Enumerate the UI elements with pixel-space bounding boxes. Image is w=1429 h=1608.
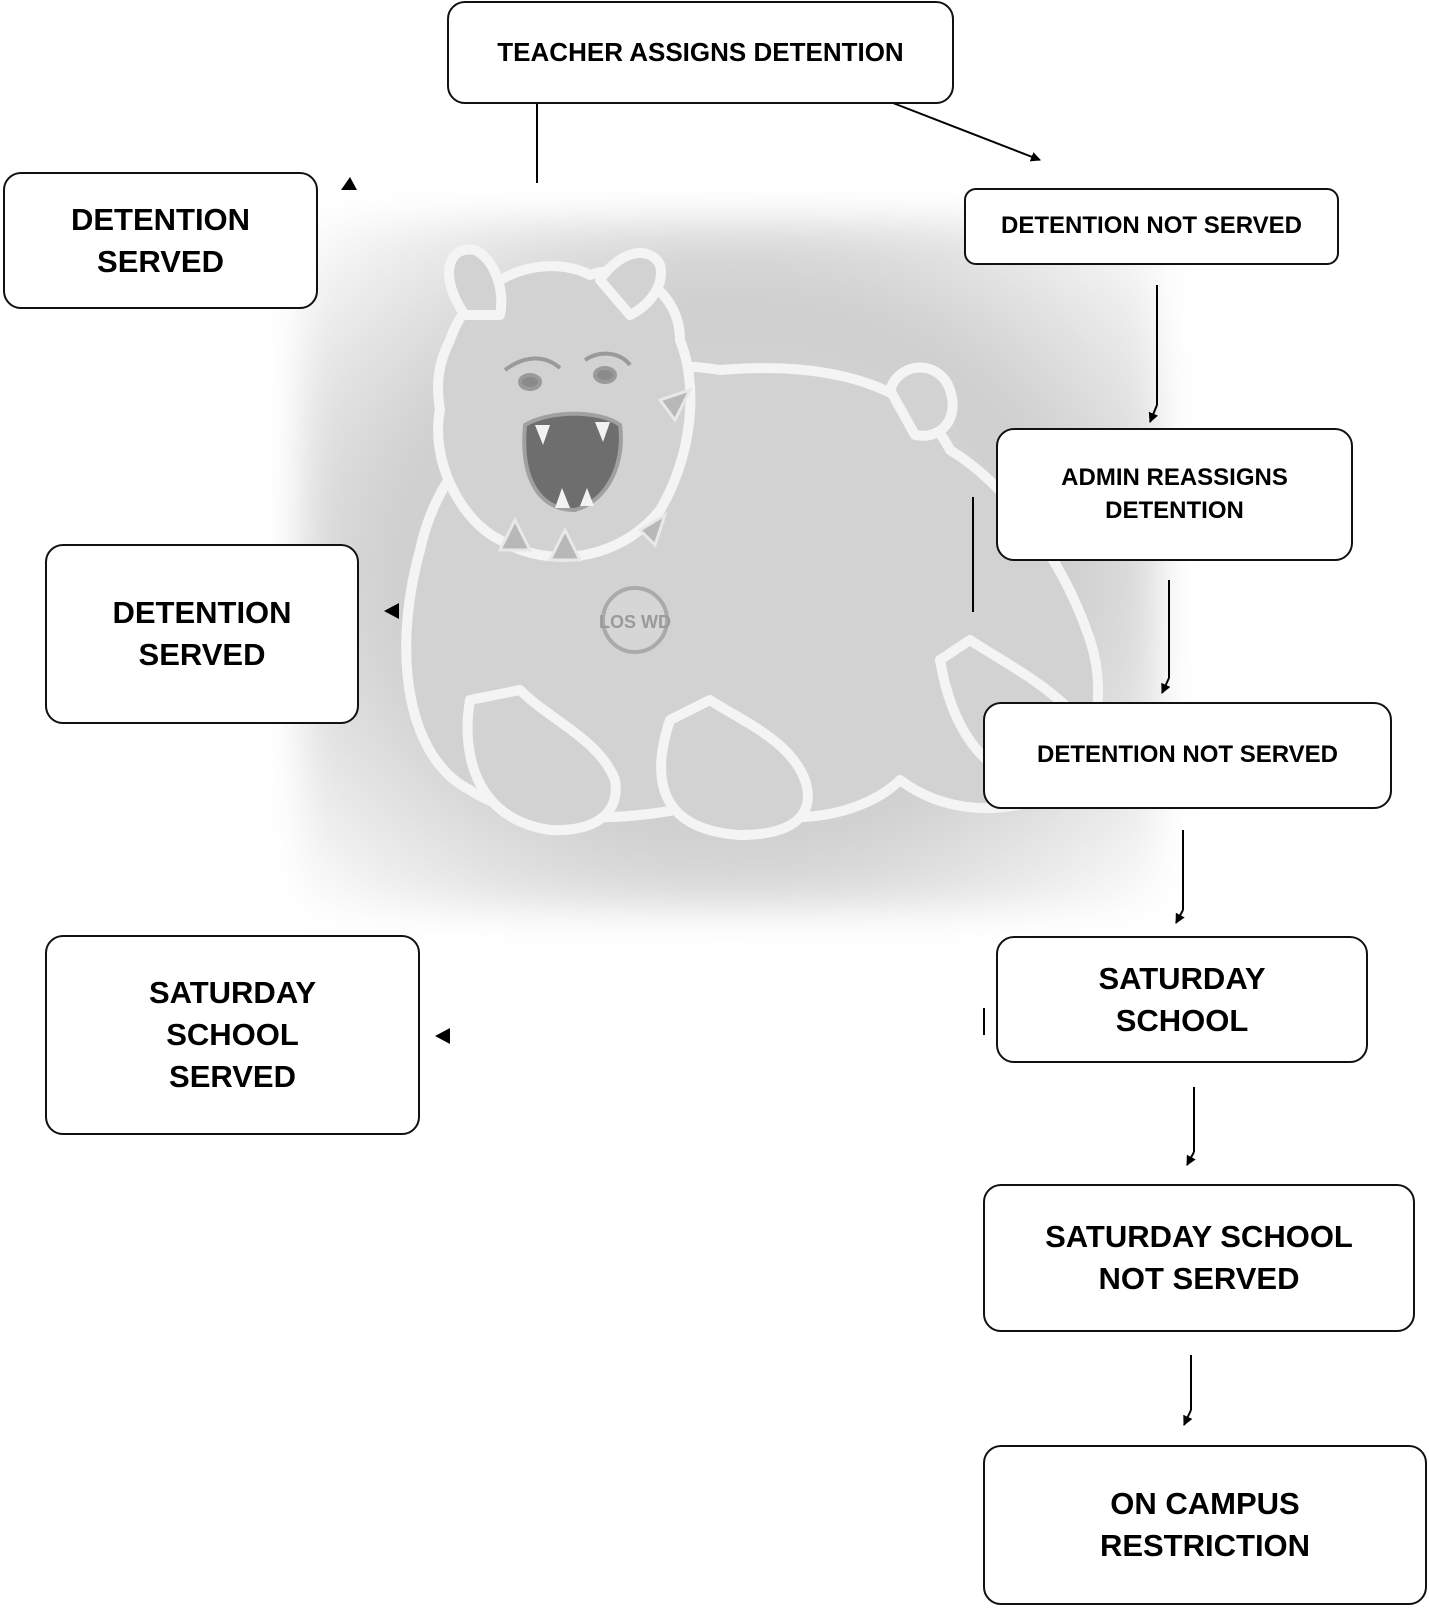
node-label: SATURDAY SCHOOL NOT SERVED [1045,1219,1353,1296]
node-detention-not-served-1: DETENTION NOT SERVED [964,188,1339,265]
node-label: TEACHER ASSIGNS DETENTION [497,36,904,67]
node-saturday-school: SATURDAY SCHOOL [996,936,1368,1063]
mascot-tag-text: LOS WD [599,612,671,632]
node-detention-served-1: DETENTION SERVED [3,172,318,309]
node-detention-not-served-2: DETENTION NOT SERVED [983,702,1392,809]
node-label: DETENTION SERVED [112,595,292,672]
node-label: ON CAMPUS RESTRICTION [1099,1486,1311,1563]
node-label: ADMIN REASSIGNS DETENTION [1061,464,1288,524]
arrowhead-to-served-1 [341,177,357,190]
node-on-campus-restriction: ON CAMPUS RESTRICTION [983,1445,1427,1605]
arrowhead-to-served-2 [384,603,399,619]
node-teacher-assigns-detention: TEACHER ASSIGNS DETENTION [447,1,954,104]
node-saturday-served: SATURDAY SCHOOL SERVED [45,935,420,1135]
node-saturday-not-served: SATURDAY SCHOOL NOT SERVED [983,1184,1415,1332]
node-label: DETENTION SERVED [70,201,251,279]
node-label: SATURDAY SCHOOL [1098,960,1266,1038]
node-label: SATURDAY SCHOOL SERVED [148,975,317,1094]
node-admin-reassigns-detention: ADMIN REASSIGNS DETENTION [996,428,1353,561]
node-label: DETENTION NOT SERVED [1037,741,1338,769]
node-label: DETENTION NOT SERVED [1001,212,1302,240]
edge-teacher-to-not-served [892,102,1041,162]
node-detention-served-2: DETENTION SERVED [45,544,359,724]
arrowhead-to-saturday-served [435,1028,450,1044]
